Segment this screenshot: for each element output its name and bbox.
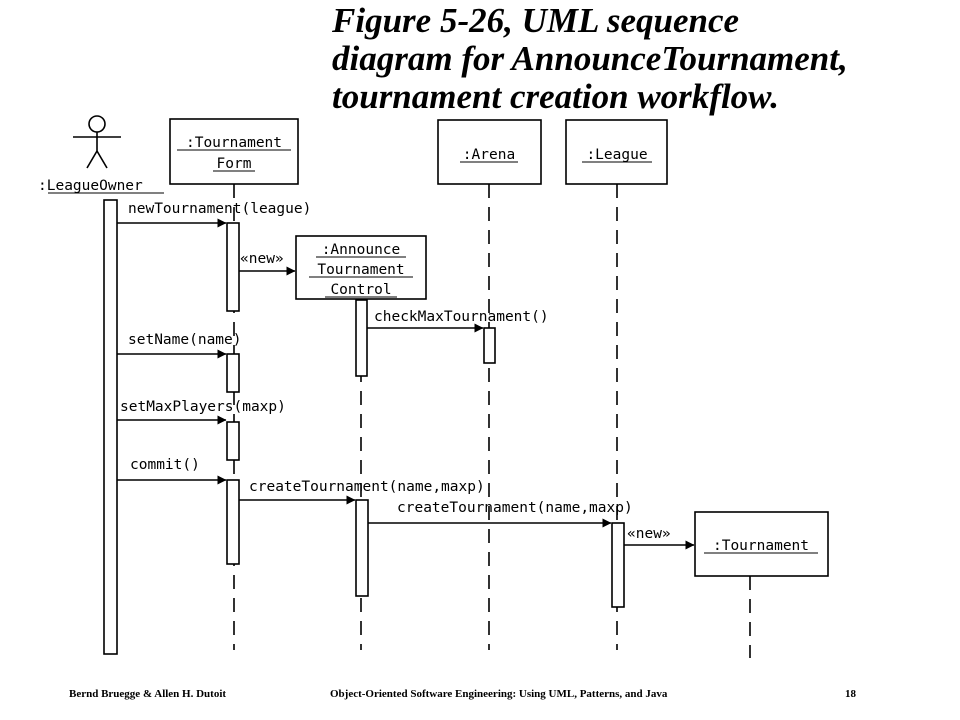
announce-control-activation-2 bbox=[355, 499, 369, 597]
footer-page-number: 18 bbox=[845, 688, 857, 700]
announce-control-label-2: Tournament bbox=[317, 262, 404, 278]
figure-title-line-3: tournament creation workflow. bbox=[332, 77, 779, 116]
create-tournament-2-message: createTournament(name,maxp) bbox=[397, 500, 633, 516]
commit-message: commit() bbox=[130, 457, 200, 473]
check-max-message: checkMaxTournament() bbox=[374, 309, 549, 325]
arena-object bbox=[437, 119, 542, 185]
announce-tournament-control-object bbox=[295, 235, 427, 300]
set-name-message: setName(name) bbox=[128, 332, 242, 348]
tournament-form-activation-4 bbox=[226, 479, 240, 565]
announce-control-label-1: :Announce bbox=[322, 242, 401, 258]
league-object bbox=[565, 119, 668, 185]
tournament-form-activation-1 bbox=[226, 222, 240, 312]
new-tournament-message: newTournament(league) bbox=[128, 201, 311, 217]
tournament-form-label-2: Form bbox=[217, 156, 252, 172]
actor-label: :LeagueOwner bbox=[38, 178, 143, 194]
tournament-form-label-1: :Tournament bbox=[186, 135, 282, 151]
actor-stick-figure-icon bbox=[73, 115, 121, 169]
tournament-label: :Tournament bbox=[713, 538, 809, 554]
footer-book-title: Object-Oriented Software Engineering: Us… bbox=[330, 688, 668, 700]
create-tournament-1-message: createTournament(name,maxp) bbox=[249, 479, 485, 495]
tournament-form-activation-2 bbox=[226, 353, 240, 393]
tournament-form-object bbox=[169, 118, 299, 185]
actor-activation-bar bbox=[103, 199, 118, 655]
arena-label: :Arena bbox=[463, 147, 515, 163]
footer-authors: Bernd Bruegge & Allen H. Dutoit bbox=[69, 688, 226, 700]
league-label: :League bbox=[586, 147, 647, 163]
tournament-object bbox=[694, 511, 829, 577]
tournament-form-activation-3 bbox=[226, 421, 240, 461]
league-activation bbox=[611, 522, 625, 608]
announce-control-label-3: Control bbox=[330, 282, 391, 298]
figure-title-line-2: diagram for AnnounceTournament, bbox=[332, 39, 848, 78]
announce-control-activation-1 bbox=[355, 299, 368, 377]
new-control-stereotype: «new» bbox=[240, 251, 284, 267]
set-max-players-message: setMaxPlayers(maxp) bbox=[120, 399, 286, 415]
new-tournament-obj-stereotype: «new» bbox=[627, 526, 671, 542]
figure-title-line-1: Figure 5-26, UML sequence bbox=[331, 1, 739, 40]
arena-activation bbox=[483, 327, 496, 364]
